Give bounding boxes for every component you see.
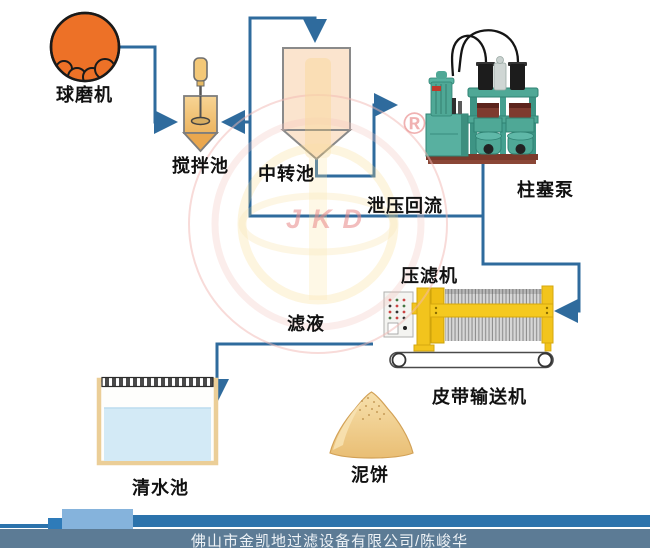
transfer-hopper-icon <box>280 47 353 161</box>
watermark-jkd-text: JKD <box>286 204 374 234</box>
label-mixing-tank: 搅拌池 <box>172 156 229 176</box>
flow-pressure-relief-return <box>248 16 483 218</box>
mud-pile-icon <box>329 391 414 459</box>
label-ball-mill: 球磨机 <box>56 85 113 105</box>
label-pressure-relief: 泄压回流 <box>367 196 443 216</box>
label-filter-press: 压滤机 <box>401 266 458 286</box>
flow-ballmill-to-mixer <box>119 45 178 134</box>
footer-band <box>0 529 650 548</box>
label-clear-water-tank: 清水池 <box>132 478 189 498</box>
footer-accent-block-light <box>62 509 133 529</box>
footer-accent-bar <box>133 515 650 527</box>
plunger-pump-illustration <box>425 29 539 164</box>
water-tank-icon <box>96 376 219 466</box>
registered-trademark-icon: ® <box>403 106 426 141</box>
filter-press-illustration <box>383 285 554 352</box>
label-belt-conveyor: 皮带输送机 <box>432 387 527 407</box>
watermark-logo-rings <box>188 58 448 354</box>
label-plunger-pump: 柱塞泵 <box>517 180 574 200</box>
label-transfer-tank: 中转池 <box>258 164 315 184</box>
flow-filtrate-to-tank <box>205 342 373 403</box>
footer-company-text: 佛山市金凯地过滤设备有限公司/陈峻华 <box>191 533 469 548</box>
flow-lines <box>119 16 581 403</box>
mixer-icon <box>181 57 220 153</box>
flow-hopper-to-pump <box>315 93 398 178</box>
control-cabinet <box>383 291 414 338</box>
ball-mill-icon <box>49 11 121 83</box>
footer-accent-line <box>0 524 48 528</box>
label-filtrate: 滤液 <box>287 314 325 334</box>
label-mud-cake: 泥饼 <box>351 465 389 485</box>
footer-accent-block-small <box>48 518 62 529</box>
flow-pump-to-filterpress <box>481 162 581 323</box>
belt-conveyor-icon <box>389 351 554 369</box>
